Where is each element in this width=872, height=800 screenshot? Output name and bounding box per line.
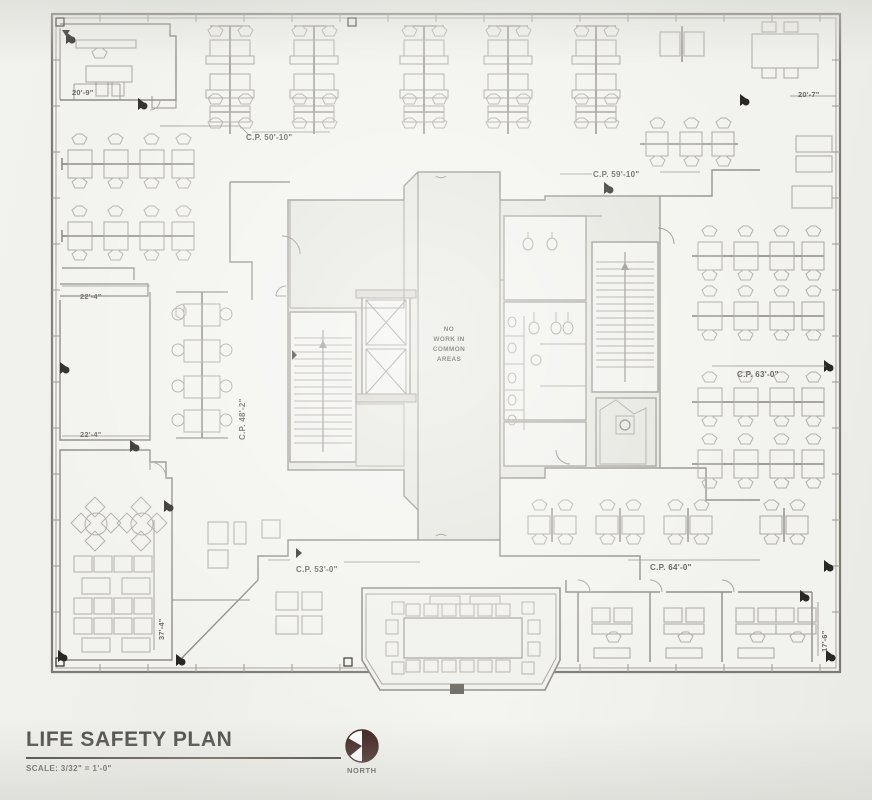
cp-bottom-right: C.P. 64'-0" <box>650 563 692 572</box>
dim-left-lower: 22'-4" <box>80 430 102 439</box>
core-door-swings <box>275 175 675 537</box>
dim-left-upper: 22'-4" <box>80 292 102 301</box>
stair-west <box>289 311 357 463</box>
cafe-training-room <box>59 449 173 661</box>
collab-pods-southeast <box>527 499 809 545</box>
open-office-north <box>205 25 621 134</box>
cp-left: C.P. 48'-2" <box>238 398 247 440</box>
cp-top-right: C.P. 59'-10" <box>593 170 640 179</box>
dim-right-vertical: 17'-6" <box>820 630 829 652</box>
common-area-note: NO WORK IN COMMON AREAS <box>414 325 484 365</box>
open-office-west <box>61 133 195 280</box>
common-area-note-line-2: WORK IN <box>433 336 465 343</box>
room-west-open <box>59 283 233 441</box>
common-area-note-line-4: AREAS <box>436 356 462 363</box>
elevator-bank <box>355 289 417 403</box>
north-label: NORTH <box>347 766 377 775</box>
dimension-leaders <box>62 83 836 656</box>
title-rule <box>26 757 341 759</box>
cp-bottom-left: C.P. 53'-0" <box>296 565 338 574</box>
core-service-rooms <box>289 199 657 467</box>
dim-left-vertical: 37'-4" <box>157 618 166 640</box>
page-title: LIFE SAFETY PLAN <box>26 728 233 751</box>
office-northwest <box>59 23 177 111</box>
restroom-block <box>500 215 602 467</box>
boardroom <box>361 587 561 694</box>
rooms-south-center <box>172 519 323 635</box>
cp-right: C.P. 63'-0" <box>737 370 779 379</box>
dim-top-left: 20'-9" <box>72 88 94 97</box>
egress-corridor-walls <box>179 169 760 661</box>
private-offices-south <box>565 579 817 662</box>
life-safety-symbols <box>55 17 836 667</box>
north-arrow-rose-icon <box>345 729 379 763</box>
stair-east <box>591 241 659 393</box>
common-area-note-line-1: NO <box>443 326 455 333</box>
cp-top-left: C.P. 50'-10" <box>246 133 293 142</box>
dim-top-right: 20'-7" <box>798 90 820 99</box>
common-area-note-line-3: COMMON <box>432 346 466 353</box>
scale-note: SCALE: 3/32" = 1'-0" <box>26 764 112 773</box>
open-office-east <box>640 21 833 489</box>
